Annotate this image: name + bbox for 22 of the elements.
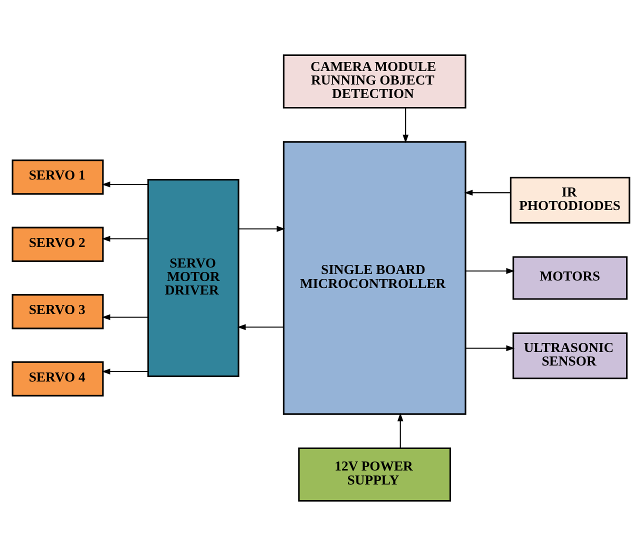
node-box: ULTRASONIC SENSOR [512,332,628,380]
arrow [466,268,515,274]
arrow [397,412,404,448]
node-box: IR PHOTODIODES [510,176,630,224]
arrow [238,226,286,232]
arrow [102,182,148,188]
arrow [466,345,515,352]
arrow [402,108,409,144]
arrow [102,368,148,374]
node-box: SERVO MOTOR DRIVER [147,178,240,378]
arrow [102,314,148,320]
arrow [102,236,148,242]
node-box: MOTORS [512,256,628,300]
arrow [464,190,511,196]
node-box: SERVO 2 [12,226,104,262]
node-box: 12V POWER SUPPLY [298,447,452,502]
node-box: SERVO 1 [12,160,104,195]
arrow [237,324,284,330]
node-box: SERVO 3 [12,294,104,330]
node-box: CAMERA MODULE RUNNING OBJECT DETECTION [282,54,466,109]
node-box: SINGLE BOARD MICROCONTROLLER [282,141,466,415]
node-box: SERVO 4 [12,361,104,396]
